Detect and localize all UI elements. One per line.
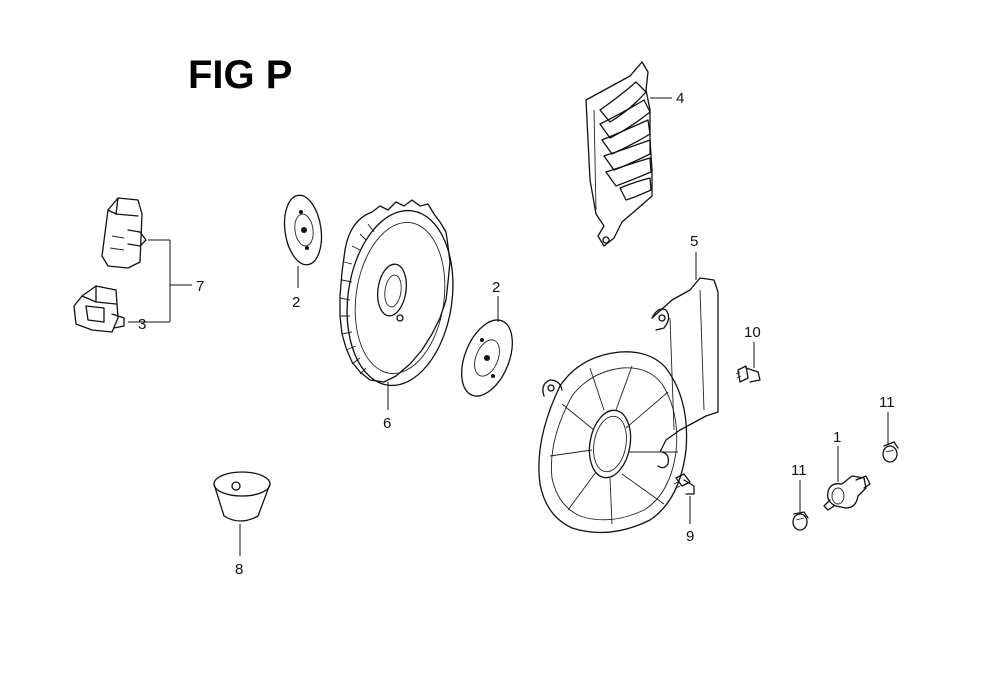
callout-10: 10 (744, 324, 761, 341)
callout-1: 1 (833, 429, 841, 446)
callout-8: 8 (235, 561, 243, 578)
callout-7: 7 (196, 278, 204, 295)
part-11-upper-clamp[interactable] (882, 441, 899, 463)
part-10-bolt[interactable] (735, 365, 761, 383)
callout-4: 4 (676, 90, 684, 107)
part-6-flywheel[interactable] (336, 199, 463, 392)
callout-9: 9 (686, 528, 694, 545)
part-2-upper-washer[interactable] (280, 193, 325, 267)
callout-11-upper: 11 (879, 394, 895, 411)
part-11-lower-clamp[interactable] (792, 511, 809, 531)
callout-2-upper: 2 (292, 294, 300, 311)
part-4-finned-baffle[interactable] (585, 61, 653, 247)
callout-6: 6 (383, 415, 391, 432)
callout-3: 3 (138, 316, 146, 333)
part-1-fitting[interactable] (823, 475, 871, 511)
callout-5: 5 (690, 233, 698, 250)
part-7-upper-block[interactable] (101, 197, 147, 269)
part-3-lower-block[interactable] (73, 285, 125, 333)
callout-2-lower: 2 (492, 279, 500, 296)
figure-title: FIG P (188, 53, 292, 97)
part-9-bolt[interactable] (673, 473, 695, 495)
bracket-7-3 (128, 239, 192, 323)
part-8-rubber-foot[interactable] (213, 471, 271, 522)
part-5-fan-shroud[interactable] (538, 277, 719, 534)
part-2-lower-washer[interactable] (452, 313, 523, 404)
callout-11-lower: 11 (791, 462, 807, 479)
